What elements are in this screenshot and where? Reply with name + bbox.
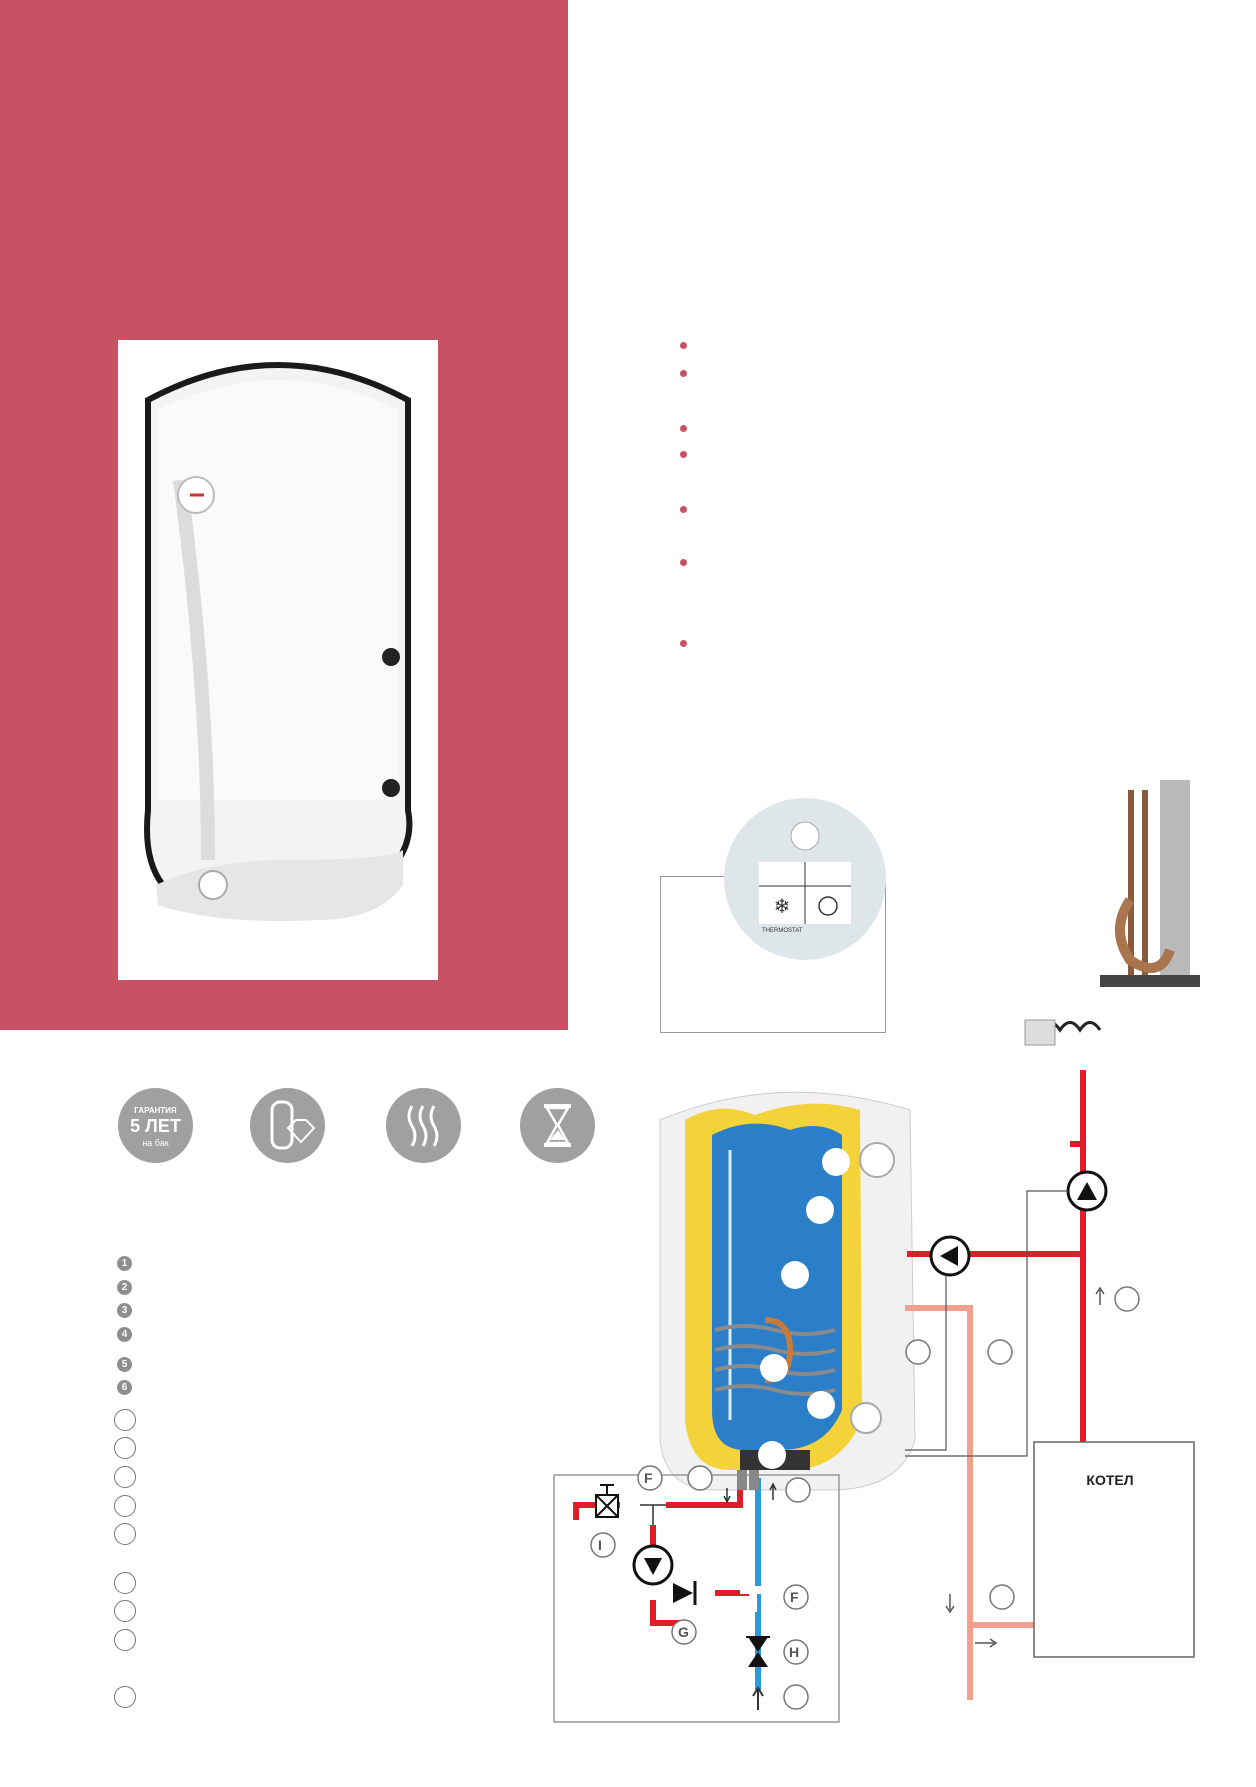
bullet-dot [680,342,687,349]
boiler-label: КОТЕЛ [1086,1472,1134,1488]
bullet-dot [680,370,687,377]
product-photo [118,340,438,980]
legend-number: 2 [117,1280,132,1295]
legend-number: 3 [117,1303,132,1318]
hourglass-icon [520,1088,595,1163]
bullet-dot [680,451,687,458]
diamond-tank-icon [250,1088,325,1163]
legend-circle [114,1495,136,1517]
legend-circle [114,1629,136,1651]
legend-number: 6 [117,1380,132,1395]
legend-circle [114,1409,136,1431]
legend-circle [114,1600,136,1622]
bullet-dot [680,559,687,566]
label-f-top: F [644,1470,653,1486]
warranty-badge: ГАРАНТИЯ 5 ЛЕТ на бак [118,1088,193,1163]
legend-circle [114,1523,136,1545]
svg-text:❄: ❄ [774,896,791,918]
thermostat-dial-photo: ❄ THERMOSTAT [724,798,886,960]
bullet-dot [680,425,687,432]
legend-number: 1 [117,1256,132,1271]
legend-circle [114,1572,136,1594]
heating-element-photo [1010,780,1210,1060]
label-i: I [598,1537,602,1553]
heat-waves-icon [386,1088,461,1163]
legend-circle [114,1437,136,1459]
bullet-dot [680,640,687,647]
legend-number: 5 [117,1357,132,1372]
thermostat-brand-mark: THERMOSTAT [762,928,803,934]
legend-number: 4 [117,1327,132,1342]
legend-circle [114,1686,136,1708]
label-h: H [789,1644,800,1660]
bullet-dot [680,506,687,513]
label-g: G [678,1624,689,1640]
legend-circle [114,1466,136,1488]
label-f-bottom: F [790,1589,799,1605]
